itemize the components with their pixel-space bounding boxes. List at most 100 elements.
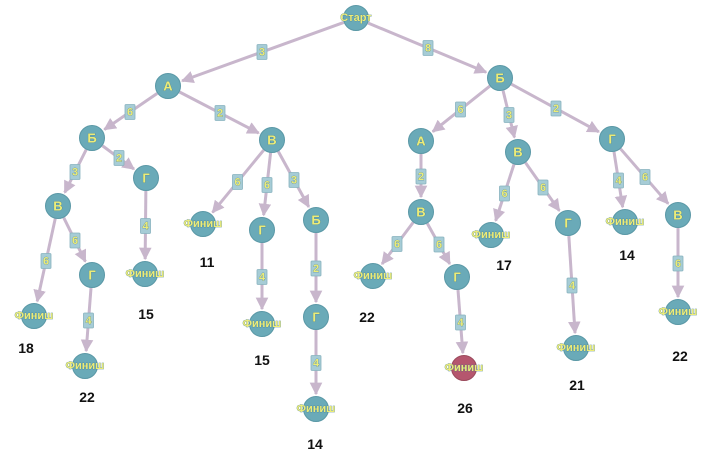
state-node: Б [303, 207, 329, 233]
node-circle [303, 396, 329, 422]
state-node: Г [555, 210, 581, 236]
state-node: Г [79, 262, 105, 288]
node-circle [563, 335, 589, 361]
edge-weight-box [40, 253, 52, 269]
edge-weight-value: 6 [264, 180, 270, 192]
node-circle [612, 209, 638, 235]
finish-node: Финиш [65, 353, 105, 379]
node-label: Г [142, 171, 150, 186]
node-circle [72, 353, 98, 379]
start-node: Старт [340, 5, 373, 31]
state-node: А [155, 73, 181, 99]
edge-weight-label: 6 [124, 104, 136, 120]
node-label: Г [564, 216, 572, 231]
edge-weight-label: 6 [455, 101, 466, 118]
node-label: Б [311, 213, 320, 228]
edge-weight-box [499, 185, 510, 202]
state-node: В [45, 193, 71, 219]
edge-weight-value: 6 [457, 104, 463, 116]
edge-weight-box [310, 260, 322, 277]
node-circle [599, 126, 625, 152]
edge-weight-label: 6 [639, 169, 651, 185]
state-node: Б [79, 125, 105, 151]
node-circle [155, 73, 181, 99]
edge-weight-value: 6 [72, 235, 78, 247]
node-label: Финиш [606, 216, 645, 228]
node-circle [249, 217, 275, 243]
node-label: Б [495, 71, 504, 86]
edge-weight-value: 3 [506, 110, 512, 122]
node-circle [133, 165, 159, 191]
node-circle [132, 261, 158, 287]
edge-weight-label: 6 [672, 255, 684, 272]
node-circle [665, 202, 691, 228]
state-node: В [259, 127, 285, 153]
node-label: В [673, 208, 682, 223]
path-total-F10: 21 [569, 377, 585, 393]
path-total-F6: 14 [307, 436, 323, 452]
highlighted-node-circle [451, 355, 477, 381]
node-label: В [416, 205, 425, 220]
edge-weight-box [124, 104, 136, 120]
node-label: Финиш [445, 362, 484, 374]
edge-weight-value: 2 [553, 103, 559, 115]
node-circle [45, 193, 71, 219]
edge-weight-value: 4 [259, 272, 266, 284]
node-label: Б [87, 131, 96, 146]
node-circle [249, 311, 275, 337]
edge-weight-label: 4 [566, 277, 578, 294]
node-label: Финиш [66, 360, 105, 372]
node-label: А [163, 79, 173, 94]
node-circle [21, 303, 47, 329]
edge-weight-box [83, 312, 94, 329]
edge-weight-label: 6 [433, 236, 445, 253]
edge-weight-label: 2 [214, 105, 226, 121]
edge-weight-box [261, 177, 273, 193]
node-label: В [513, 145, 522, 160]
edge-weight-box [422, 40, 434, 56]
edge-weight-label: 6 [537, 179, 549, 196]
edge-weight-value: 2 [217, 108, 223, 120]
node-label: Финиш [472, 229, 511, 241]
edge-weight-label: 6 [40, 253, 52, 269]
edge-weight-label: 6 [261, 177, 273, 193]
finish-node: Финиш [353, 263, 393, 289]
edge-weight-value: 3 [291, 175, 297, 187]
edge-weight-value: 6 [501, 188, 507, 200]
path-total-F12: 22 [672, 348, 688, 364]
node-circle [343, 5, 369, 31]
edge-weight-label: 3 [256, 44, 268, 60]
edge-weight-box [455, 314, 466, 331]
node-label: В [53, 199, 62, 214]
state-node: Г [444, 264, 470, 290]
node-label: Финиш [243, 318, 282, 330]
edge-weight-value: 6 [394, 239, 400, 251]
edge-weight-box [537, 179, 549, 196]
finish-node: Финиш [471, 222, 511, 248]
finish-node: Финиш [183, 211, 223, 237]
edge-weight-value: 4 [313, 358, 320, 370]
node-label: Г [88, 268, 96, 283]
edge-weight-box [415, 168, 427, 185]
edge-weight-box [214, 105, 226, 121]
node-label: Г [608, 132, 616, 147]
edge-weight-box [550, 100, 562, 117]
node-circle [360, 263, 386, 289]
path-total-F8: 26 [457, 400, 473, 416]
path-total-F9: 17 [496, 257, 512, 273]
edge-weight-value: 2 [418, 171, 424, 183]
node-label: Г [258, 223, 266, 238]
node-label: Финиш [557, 342, 596, 354]
edge-weight-label: 4 [455, 314, 466, 331]
finish-node: Финиш [242, 311, 282, 337]
edge-weight-box [140, 218, 151, 234]
edge-weight-label: 3 [288, 172, 300, 188]
edge-weight-label: 6 [499, 185, 510, 202]
edge-weight-value: 6 [675, 258, 681, 270]
edge-weight-label: 3 [503, 107, 515, 123]
edge-weight-value: 2 [313, 263, 319, 275]
edge-weight-value: 4 [85, 315, 92, 327]
edge-weight-label: 4 [613, 172, 624, 189]
edge-weight-value: 8 [425, 43, 431, 55]
